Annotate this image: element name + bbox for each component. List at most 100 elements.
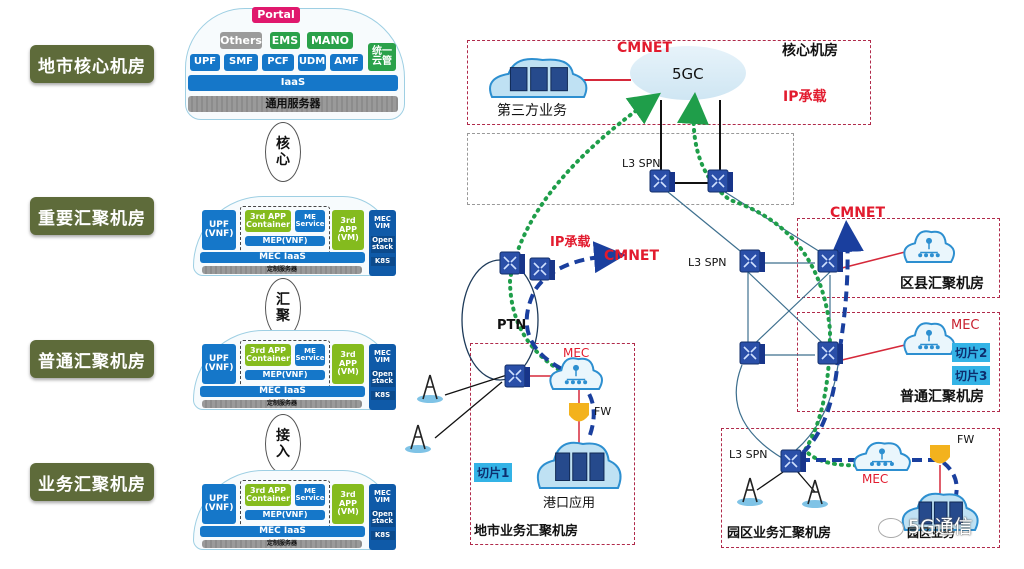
nf-udm: UDM xyxy=(298,54,326,71)
watermark-text: 5G通信 xyxy=(908,516,973,538)
mano-box: MANO xyxy=(307,32,353,49)
l3-spn-label-core: L3 SPN xyxy=(622,157,661,170)
cell-tower-icon xyxy=(417,374,443,403)
router-icon-spn-mid-3 xyxy=(739,341,765,365)
link-tower1 xyxy=(444,374,508,396)
l3-spn-core-zone xyxy=(467,133,794,205)
tier-label-important-aggregation: 重要汇聚机房 xyxy=(30,197,154,235)
spn-mesh xyxy=(667,191,839,459)
cell-tower-icon xyxy=(737,477,763,506)
core-ip-bearer-label: IP承载 xyxy=(783,89,827,105)
others-box: Others xyxy=(220,32,262,49)
connector-core: 核心 xyxy=(265,122,301,182)
connector-core-label: 核心 xyxy=(276,135,290,168)
mep-vnf-box: MEP(VNF) xyxy=(245,510,325,520)
mec-cloud-icon-normal xyxy=(903,322,955,355)
link-park-tower1 xyxy=(756,469,787,491)
mec-vim-column: MEC VIM Open stack K8S xyxy=(369,210,396,276)
third-party-cloud-icon xyxy=(489,58,588,98)
connector-access: 接入 xyxy=(265,414,301,474)
core-room-title: 核心机房 xyxy=(782,43,838,59)
tier-label-normal-aggregation: 普通汇聚机房 xyxy=(30,340,154,378)
normal-room-zone xyxy=(797,312,1000,412)
left-mec-label: MEC xyxy=(563,346,590,360)
ptn-label: PTN xyxy=(497,318,527,333)
custom-server-layer: 定制服务器 xyxy=(202,266,362,274)
district-room-label: 区县汇聚机房 xyxy=(900,276,984,292)
third-party-label: 第三方业务 xyxy=(497,103,567,119)
left-fw-label: FW xyxy=(594,405,612,418)
mec-cloud-icon-park xyxy=(853,441,911,471)
custom-server-layer: 定制服务器 xyxy=(202,540,362,548)
mec-vim-column: MEC VIM Open stack K8S xyxy=(369,344,396,410)
third-app-container-box: 3rd APP (Container) xyxy=(242,344,294,366)
watermark: 5G通信 xyxy=(878,512,973,539)
router-icon-spn-mid-4 xyxy=(817,341,843,365)
general-server-layer: 通用服务器 xyxy=(188,96,398,112)
city-service-room-label: 地市业务汇聚机房 xyxy=(474,524,579,539)
third-app-vm-box: 3rd APP (VM) xyxy=(332,344,364,384)
clouds xyxy=(489,58,979,531)
slice-3-badge: 切片3 xyxy=(952,366,991,385)
iaas-layer: IaaS xyxy=(188,75,398,91)
openstack-label: Open stack xyxy=(370,370,395,387)
park-app-cloud-icon xyxy=(901,492,979,531)
left-cmnet-label: CMNET xyxy=(604,248,660,264)
nf-pcf: PCF xyxy=(262,54,294,71)
slice-1-badge: 切片1 xyxy=(474,463,513,482)
park-room-label: 园区业务汇聚机房 xyxy=(727,526,832,541)
right-mec-label: MEC xyxy=(951,318,980,333)
port-app-label: 港口应用 xyxy=(543,496,596,511)
tier-label-city-core: 地市核心机房 xyxy=(30,45,154,83)
custom-server-layer: 定制服务器 xyxy=(202,400,362,408)
normal-room-label: 普通汇聚机房 xyxy=(900,389,984,405)
third-app-container-box: 3rd APP (Container) xyxy=(242,484,294,506)
city-service-room-zone xyxy=(470,343,635,545)
slice-2-badge: 切片2 xyxy=(952,343,991,362)
mec-iaas-layer: MEC IaaS xyxy=(200,252,365,263)
me-service-box: ME Service xyxy=(295,484,325,506)
router-icon-spn-mid-2 xyxy=(817,249,843,273)
router-icon-ptn-router-1 xyxy=(499,251,525,275)
router-icon-spn-park xyxy=(780,449,806,473)
mec-vim-label: MEC VIM xyxy=(374,348,391,364)
5gc-label: 5GC xyxy=(672,65,704,83)
link-tower2 xyxy=(434,381,503,439)
nf-smf: SMF xyxy=(224,54,258,71)
mec-iaas-layer: MEC IaaS xyxy=(200,386,365,397)
park-fw-label: FW xyxy=(957,433,975,446)
ems-box: EMS xyxy=(270,32,300,49)
towers xyxy=(405,374,828,508)
right-cmnet-label: CMNET xyxy=(830,205,886,221)
firewall-icon-park xyxy=(930,445,950,464)
blue-path-left xyxy=(524,241,626,436)
cell-tower-icon xyxy=(405,424,431,453)
nf-amf: AMF xyxy=(330,54,363,71)
upf-vnf-box: UPF (VNF) xyxy=(202,210,236,250)
portal-box: Portal xyxy=(252,7,300,23)
cell-tower-icon xyxy=(802,479,828,508)
mec-iaas-layer: MEC IaaS xyxy=(200,526,365,537)
k8s-label: K8S xyxy=(370,530,395,541)
wechat-icon xyxy=(878,517,904,538)
upf-vnf-box: UPF (VNF) xyxy=(202,344,236,384)
mec-vim-label: MEC VIM xyxy=(374,214,391,230)
l3-spn-label-park: L3 SPN xyxy=(729,448,768,461)
upf-vnf-box: UPF (VNF) xyxy=(202,484,236,524)
unified-cloud-mgmt-box: 统一云管 xyxy=(368,43,396,71)
openstack-label: Open stack xyxy=(370,236,395,253)
left-ip-bearer-label: IP承载 xyxy=(550,235,591,250)
routers xyxy=(499,169,843,473)
third-app-vm-box: 3rd APP (VM) xyxy=(332,210,364,250)
router-icon-access-router-left xyxy=(504,364,530,388)
mec-vim-label: MEC VIM xyxy=(374,488,391,504)
mec-cloud-icon-district xyxy=(903,230,955,263)
core-room-zone xyxy=(467,40,871,125)
router-icon-spn-core-1 xyxy=(649,169,675,193)
nf-upf: UPF xyxy=(190,54,220,71)
park-mec-label: MEC xyxy=(862,472,889,486)
l3-spn-label-mid: L3 SPN xyxy=(688,256,727,269)
router-icon-spn-mid-1 xyxy=(739,249,765,273)
mec-cloud-icon-left xyxy=(549,357,603,390)
third-app-container-box: 3rd APP (Container) xyxy=(242,210,294,232)
